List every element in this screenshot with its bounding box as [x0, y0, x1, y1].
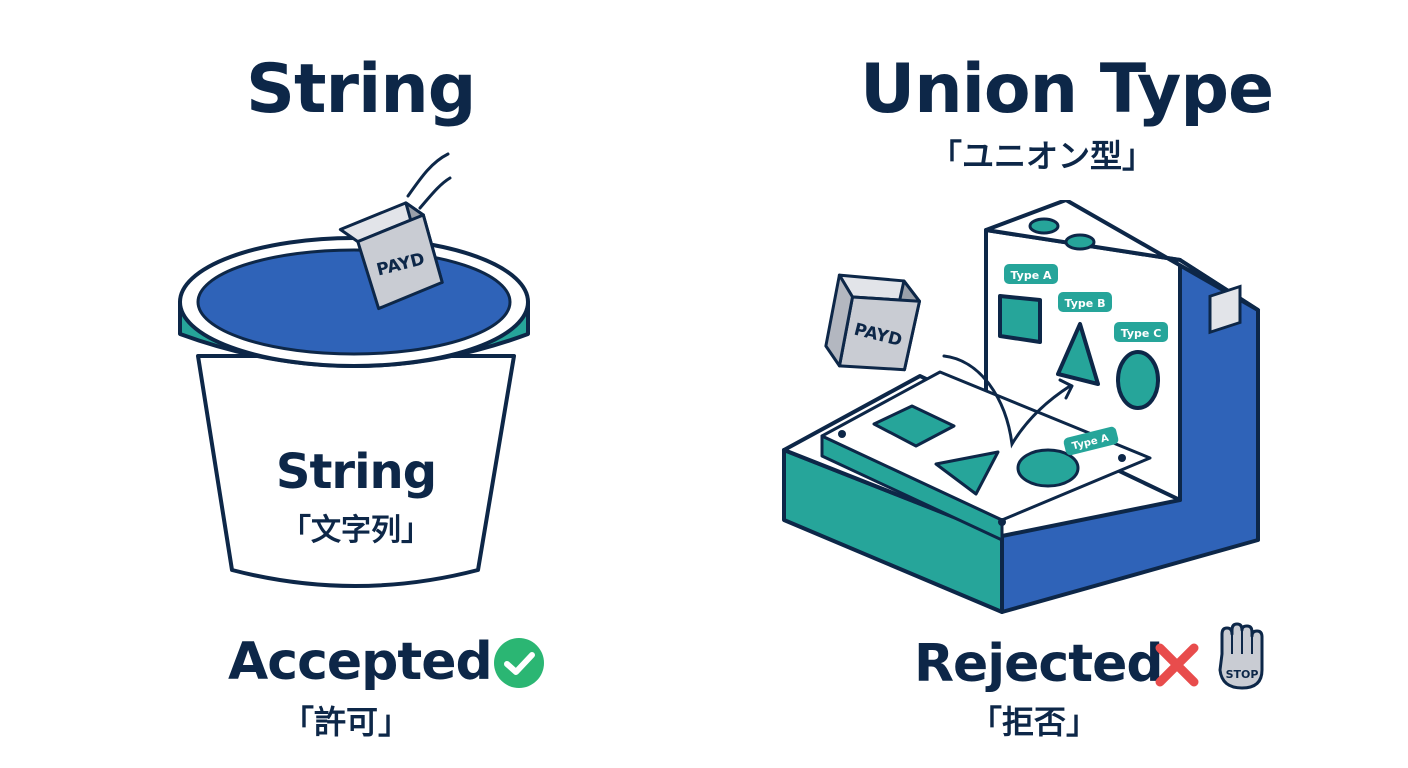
tray-hole-circle	[1016, 448, 1080, 488]
accepted-status: Accepted	[228, 632, 493, 692]
tag-type-b: Type B	[1065, 297, 1106, 310]
payd-block-right: PAYD	[824, 273, 921, 372]
tray-hole-tag: Type A	[1063, 426, 1119, 456]
stop-hand-icon: STOP	[1218, 622, 1264, 690]
right-title: Union Type	[860, 50, 1274, 129]
right-subtitle: 「ユニオン型」	[930, 137, 1155, 175]
rejected-status: Rejected	[914, 634, 1164, 694]
payd-block-left: PAYD	[338, 201, 444, 311]
cup-contents	[196, 248, 512, 356]
panel-type-b-triangle: Type B	[1056, 292, 1112, 386]
motion-lines	[406, 152, 450, 198]
cup-sublabel: 「文字列」	[281, 513, 431, 548]
check-circle-icon	[494, 638, 544, 688]
tray-hole-square	[872, 404, 956, 448]
x-mark-icon	[1155, 643, 1199, 687]
cup-label: String	[276, 444, 436, 500]
panel-type-c-circle: Type C	[1114, 322, 1168, 410]
machine-vent	[1208, 284, 1242, 335]
shape-sorter-machine-illustration: Type A Type B Type C Type A	[782, 200, 1260, 614]
stop-label: STOP	[1226, 668, 1259, 681]
accepted-status-sub: 「許可」	[282, 703, 411, 741]
trajectory-arrow	[942, 354, 1072, 449]
string-cup-illustration: PAYD String 「文字列」	[178, 152, 530, 588]
left-title: String	[246, 50, 476, 129]
machine-knobs	[1028, 217, 1096, 251]
panel-type-a-square: Type A	[998, 264, 1058, 344]
rejected-status-sub: 「拒否」	[970, 703, 1099, 741]
tag-type-c: Type C	[1121, 327, 1162, 340]
cup-body	[196, 354, 516, 588]
tag-type-a: Type A	[1010, 269, 1052, 282]
tray-hole-triangle	[934, 450, 1000, 496]
